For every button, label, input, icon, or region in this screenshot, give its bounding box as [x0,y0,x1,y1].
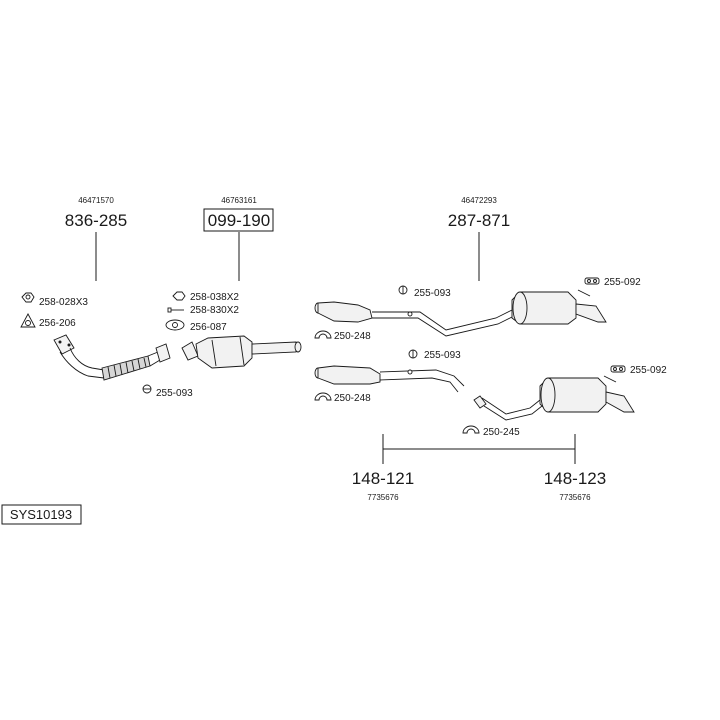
hardware-code: 250-245 [483,427,520,438]
part-number: 099-190 [208,211,270,230]
clamp-icon [314,330,332,339]
hardware-255-093-c[interactable]: 255-093 [408,349,461,361]
hex-nut-icon [172,291,186,301]
rear-silencer-148-123[interactable] [473,375,635,421]
part-label-148-121[interactable]: 148-121 7735676 [352,469,414,502]
part-number-box [203,208,274,232]
cat-outlet-pipe [251,341,297,355]
rear-silencer [511,291,577,325]
hardware-code: 258-028X3 [39,297,88,308]
hardware-250-248-a[interactable]: 250-248 [314,330,371,342]
system-code-frame [1,504,82,525]
hardware-code: 256-087 [190,322,227,333]
tailpipe [605,391,635,413]
part-bracket-148 [382,434,576,464]
nut-hole [25,294,31,300]
flange-hole [58,340,62,344]
hardware-250-248-b[interactable]: 250-248 [314,392,371,404]
hardware-code: 250-248 [334,393,371,404]
part-label-099-190[interactable]: 46763161 099-190 [203,196,274,281]
hanger-hole [587,279,591,283]
hanger-hole [593,279,597,283]
part-label-836-285[interactable]: 46471570 836-285 [65,196,127,281]
middle-rear-assembly[interactable] [314,289,607,337]
oem-number: 46472293 [461,196,497,205]
part-number: 836-285 [65,211,127,230]
middle-silencer [317,301,373,323]
part-label-148-123[interactable]: 148-123 7735676 [544,469,606,502]
tailpipe [575,303,607,323]
inlet-pipe [481,397,543,421]
cat-inlet-flange [181,341,199,361]
system-code-box: SYS10193 [1,504,82,525]
flex-bellows [101,355,151,381]
hardware-code: 256-206 [39,318,76,329]
bellows-ribs [107,357,147,379]
rear-silencer-end [540,377,556,413]
system-code: SYS10193 [10,507,72,522]
hardware-256-087[interactable]: 256-087 [165,319,227,333]
middle-pipe-148-121[interactable] [314,365,465,393]
hardware-256-206[interactable]: 256-206 [20,313,76,329]
hardware-255-093-a[interactable]: 255-093 [142,384,193,399]
hardware-250-245[interactable]: 250-245 [462,425,520,438]
cat-body [195,335,253,369]
hardware-255-093-b[interactable]: 255-093 [398,285,451,299]
hardware-code: 255-092 [604,277,641,288]
bolt-head [167,307,172,313]
gasket-hole [172,322,178,328]
cat-outlet-end [294,341,302,353]
hardware-258-830X2[interactable]: 258-830X2 [167,305,239,316]
hanger-pin [407,369,413,375]
oem-number: 7735676 [559,493,591,502]
oem-number: 46471570 [78,196,114,205]
hanger-pin [407,311,413,317]
hardware-255-092-a[interactable]: 255-092 [584,277,641,288]
part-number: 148-123 [544,469,606,488]
cat-seams [211,336,245,367]
outlet-flange [155,343,171,363]
part-label-287-871[interactable]: 46472293 287-871 [448,196,510,281]
hardware-code: 255-093 [156,388,193,399]
hanger-bracket [577,289,591,297]
front-pipe-flange [53,334,75,355]
hardware-258-028X3[interactable]: 258-028X3 [21,292,88,308]
front-pipe[interactable] [53,334,171,381]
hanger-bracket [603,375,617,383]
inlet-flange [473,395,487,409]
hardware-code: 250-248 [334,331,371,342]
gasket-hole [25,320,31,326]
connecting-pipe-bottom [372,315,515,337]
part-number: 148-121 [352,469,414,488]
hardware-code: 258-830X2 [190,305,239,316]
hardware-258-038X2[interactable]: 258-038X2 [172,291,239,303]
hardware-255-092-b[interactable]: 255-092 [610,365,667,376]
catalytic-converter[interactable] [181,335,302,369]
hardware-code: 255-093 [414,288,451,299]
rear-silencer-end [512,291,528,325]
hanger-hole [619,367,623,371]
middle-silencer [317,365,381,385]
oem-number: 7735676 [367,493,399,502]
hanger-hole [613,367,617,371]
flange-hole [67,343,71,347]
downpipe-lower [69,347,105,371]
clamp-icon [314,392,332,401]
outlet-pipe [379,369,465,393]
downpipe-upper [59,351,105,379]
part-number: 287-871 [448,211,510,230]
outlet-pipe [147,351,161,367]
hardware-code: 258-038X2 [190,292,239,303]
hardware-code: 255-093 [424,350,461,361]
clamp-icon [462,425,480,434]
oem-number: 46763161 [221,196,257,205]
connecting-pipe-top [372,309,513,331]
hardware-code: 255-092 [630,365,667,376]
